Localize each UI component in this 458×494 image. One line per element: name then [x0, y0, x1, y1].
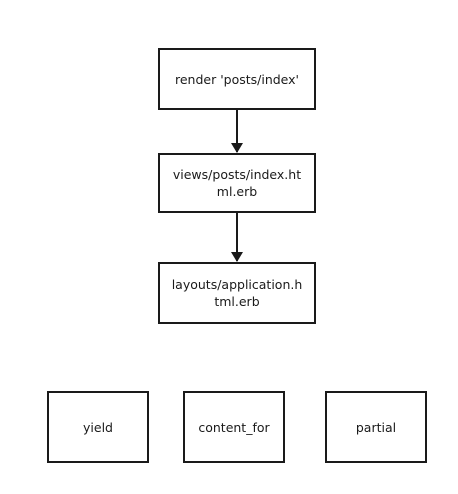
render-posts-index-box: render 'posts/index' [158, 48, 316, 110]
yield-label: yield [83, 419, 113, 435]
content-for-box: content_for [183, 391, 285, 463]
view-label: views/posts/index.ht ml.erb [173, 166, 301, 200]
views-posts-index-box: views/posts/index.ht ml.erb [158, 153, 316, 213]
layouts-application-box: layouts/application.h tml.erb [158, 262, 316, 324]
yield-box: yield [47, 391, 149, 463]
view-label-line-2: ml.erb [216, 184, 258, 199]
partial-box: partial [325, 391, 427, 463]
layout-label: layouts/application.h tml.erb [172, 276, 303, 310]
partial-label: partial [355, 419, 397, 435]
view-label-line-1: views/posts/index.ht [172, 167, 302, 182]
render-label: render 'posts/index' [175, 71, 299, 88]
content-for-label: content_for [198, 419, 270, 435]
render-label-line-1: render 'posts/index' [174, 71, 299, 87]
layout-label-line-2: tml.erb [214, 294, 260, 309]
layout-label-line-1: layouts/application.h [171, 277, 303, 292]
